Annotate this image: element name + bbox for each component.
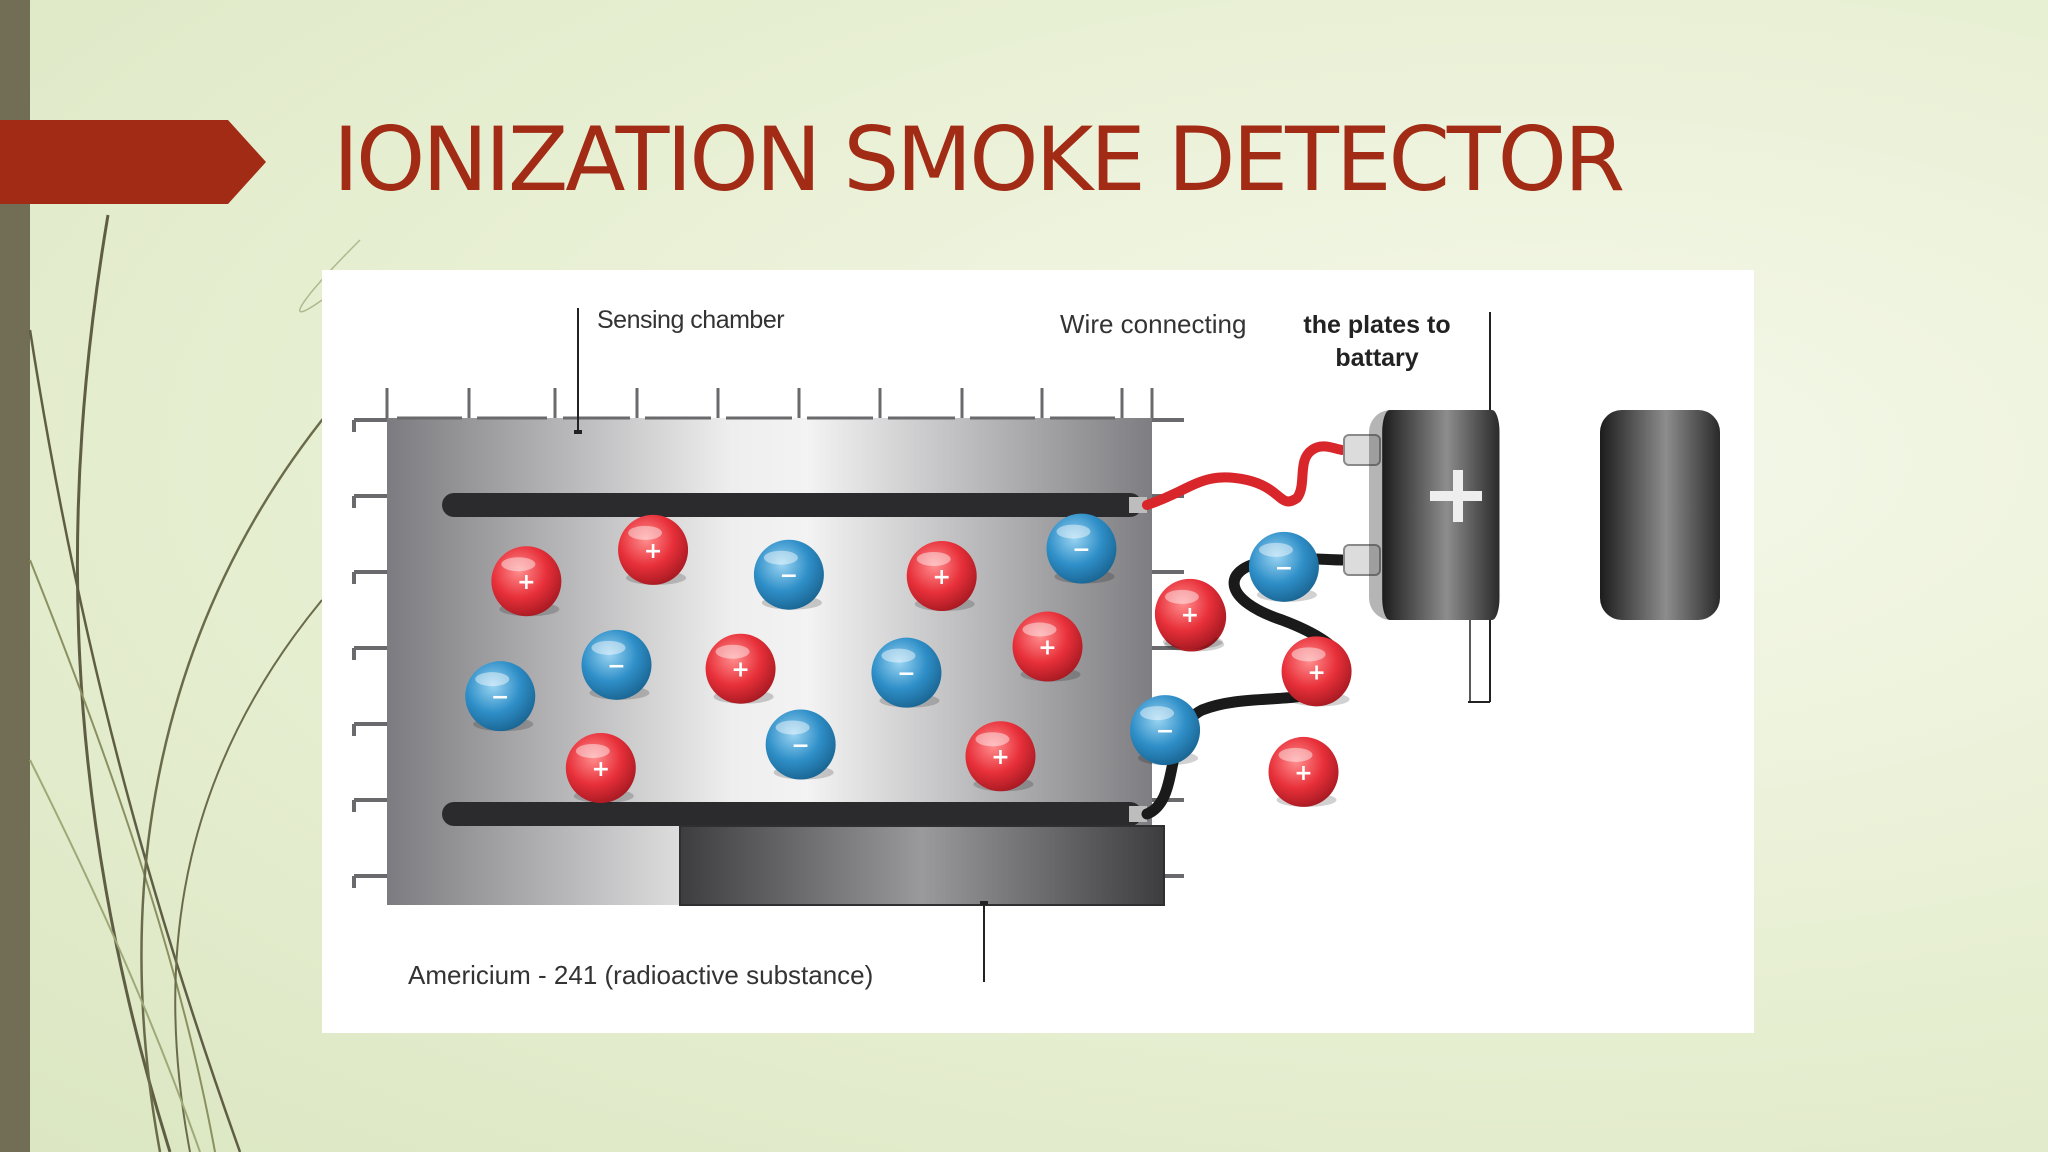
negative-ion: − bbox=[1130, 695, 1201, 766]
positive-ion: + bbox=[705, 633, 776, 704]
top-plate bbox=[442, 493, 1142, 517]
negative-sign: − bbox=[1072, 538, 1090, 563]
title-arrow-icon bbox=[0, 120, 266, 204]
bottom-plate bbox=[442, 802, 1142, 826]
positive-sign: + bbox=[731, 658, 749, 683]
negative-ion: − bbox=[581, 629, 652, 700]
battery-icon bbox=[1343, 410, 1720, 620]
ions-group: +++++++++++−−−−−−−− bbox=[465, 513, 1352, 807]
sensing-chamber-label: Sensing chamber bbox=[597, 306, 785, 334]
positive-sign: + bbox=[1181, 603, 1199, 628]
positive-sign: + bbox=[592, 757, 610, 782]
positive-ion: + bbox=[1268, 736, 1339, 807]
positive-sign: + bbox=[644, 539, 662, 564]
positive-sign: + bbox=[1307, 660, 1325, 685]
positive-ion: + bbox=[1281, 636, 1352, 707]
positive-ion: + bbox=[965, 721, 1036, 792]
negative-ion: − bbox=[1248, 531, 1319, 602]
negative-ion: − bbox=[871, 637, 942, 708]
ionization-diagram: +++++++++++−−−−−−−− Sensing chamber Wire… bbox=[322, 270, 1754, 1033]
negative-ion: − bbox=[465, 661, 536, 732]
positive-ion: + bbox=[565, 733, 636, 803]
negative-sign: − bbox=[897, 662, 915, 687]
negative-ion: − bbox=[1046, 513, 1117, 584]
negative-ion: − bbox=[765, 709, 836, 780]
decorative-lines bbox=[28, 214, 361, 1152]
negative-ion: − bbox=[753, 539, 824, 610]
positive-sign: + bbox=[991, 745, 1009, 770]
negative-sign: − bbox=[791, 733, 809, 758]
positive-ion: + bbox=[491, 546, 562, 617]
positive-sign: + bbox=[1294, 761, 1312, 786]
positive-ion: + bbox=[906, 541, 977, 611]
positive-ion: + bbox=[1012, 611, 1083, 682]
positive-ion: + bbox=[1154, 578, 1225, 649]
negative-sign: − bbox=[1275, 556, 1293, 581]
slide-title: IONIZATION SMOKE DETECTOR bbox=[333, 108, 1625, 211]
wire-connecting-label: Wire connecting bbox=[1060, 309, 1247, 339]
positive-ion: + bbox=[618, 514, 689, 585]
positive-sign: + bbox=[1038, 636, 1056, 661]
negative-sign: − bbox=[607, 654, 625, 679]
negative-sign: − bbox=[491, 685, 509, 710]
americium-label: Americium - 241 (radioactive substance) bbox=[408, 960, 874, 990]
positive-wire bbox=[1142, 441, 1347, 510]
chamber-vents bbox=[385, 388, 1154, 420]
plates-to-battery-label: the plates to battary bbox=[1303, 311, 1451, 372]
negative-sign: − bbox=[780, 564, 798, 589]
negative-sign: − bbox=[1156, 719, 1174, 744]
positive-sign: + bbox=[932, 565, 950, 590]
americium-source bbox=[680, 826, 1164, 905]
positive-sign: + bbox=[517, 570, 535, 595]
chamber-side-fins bbox=[352, 418, 1184, 888]
